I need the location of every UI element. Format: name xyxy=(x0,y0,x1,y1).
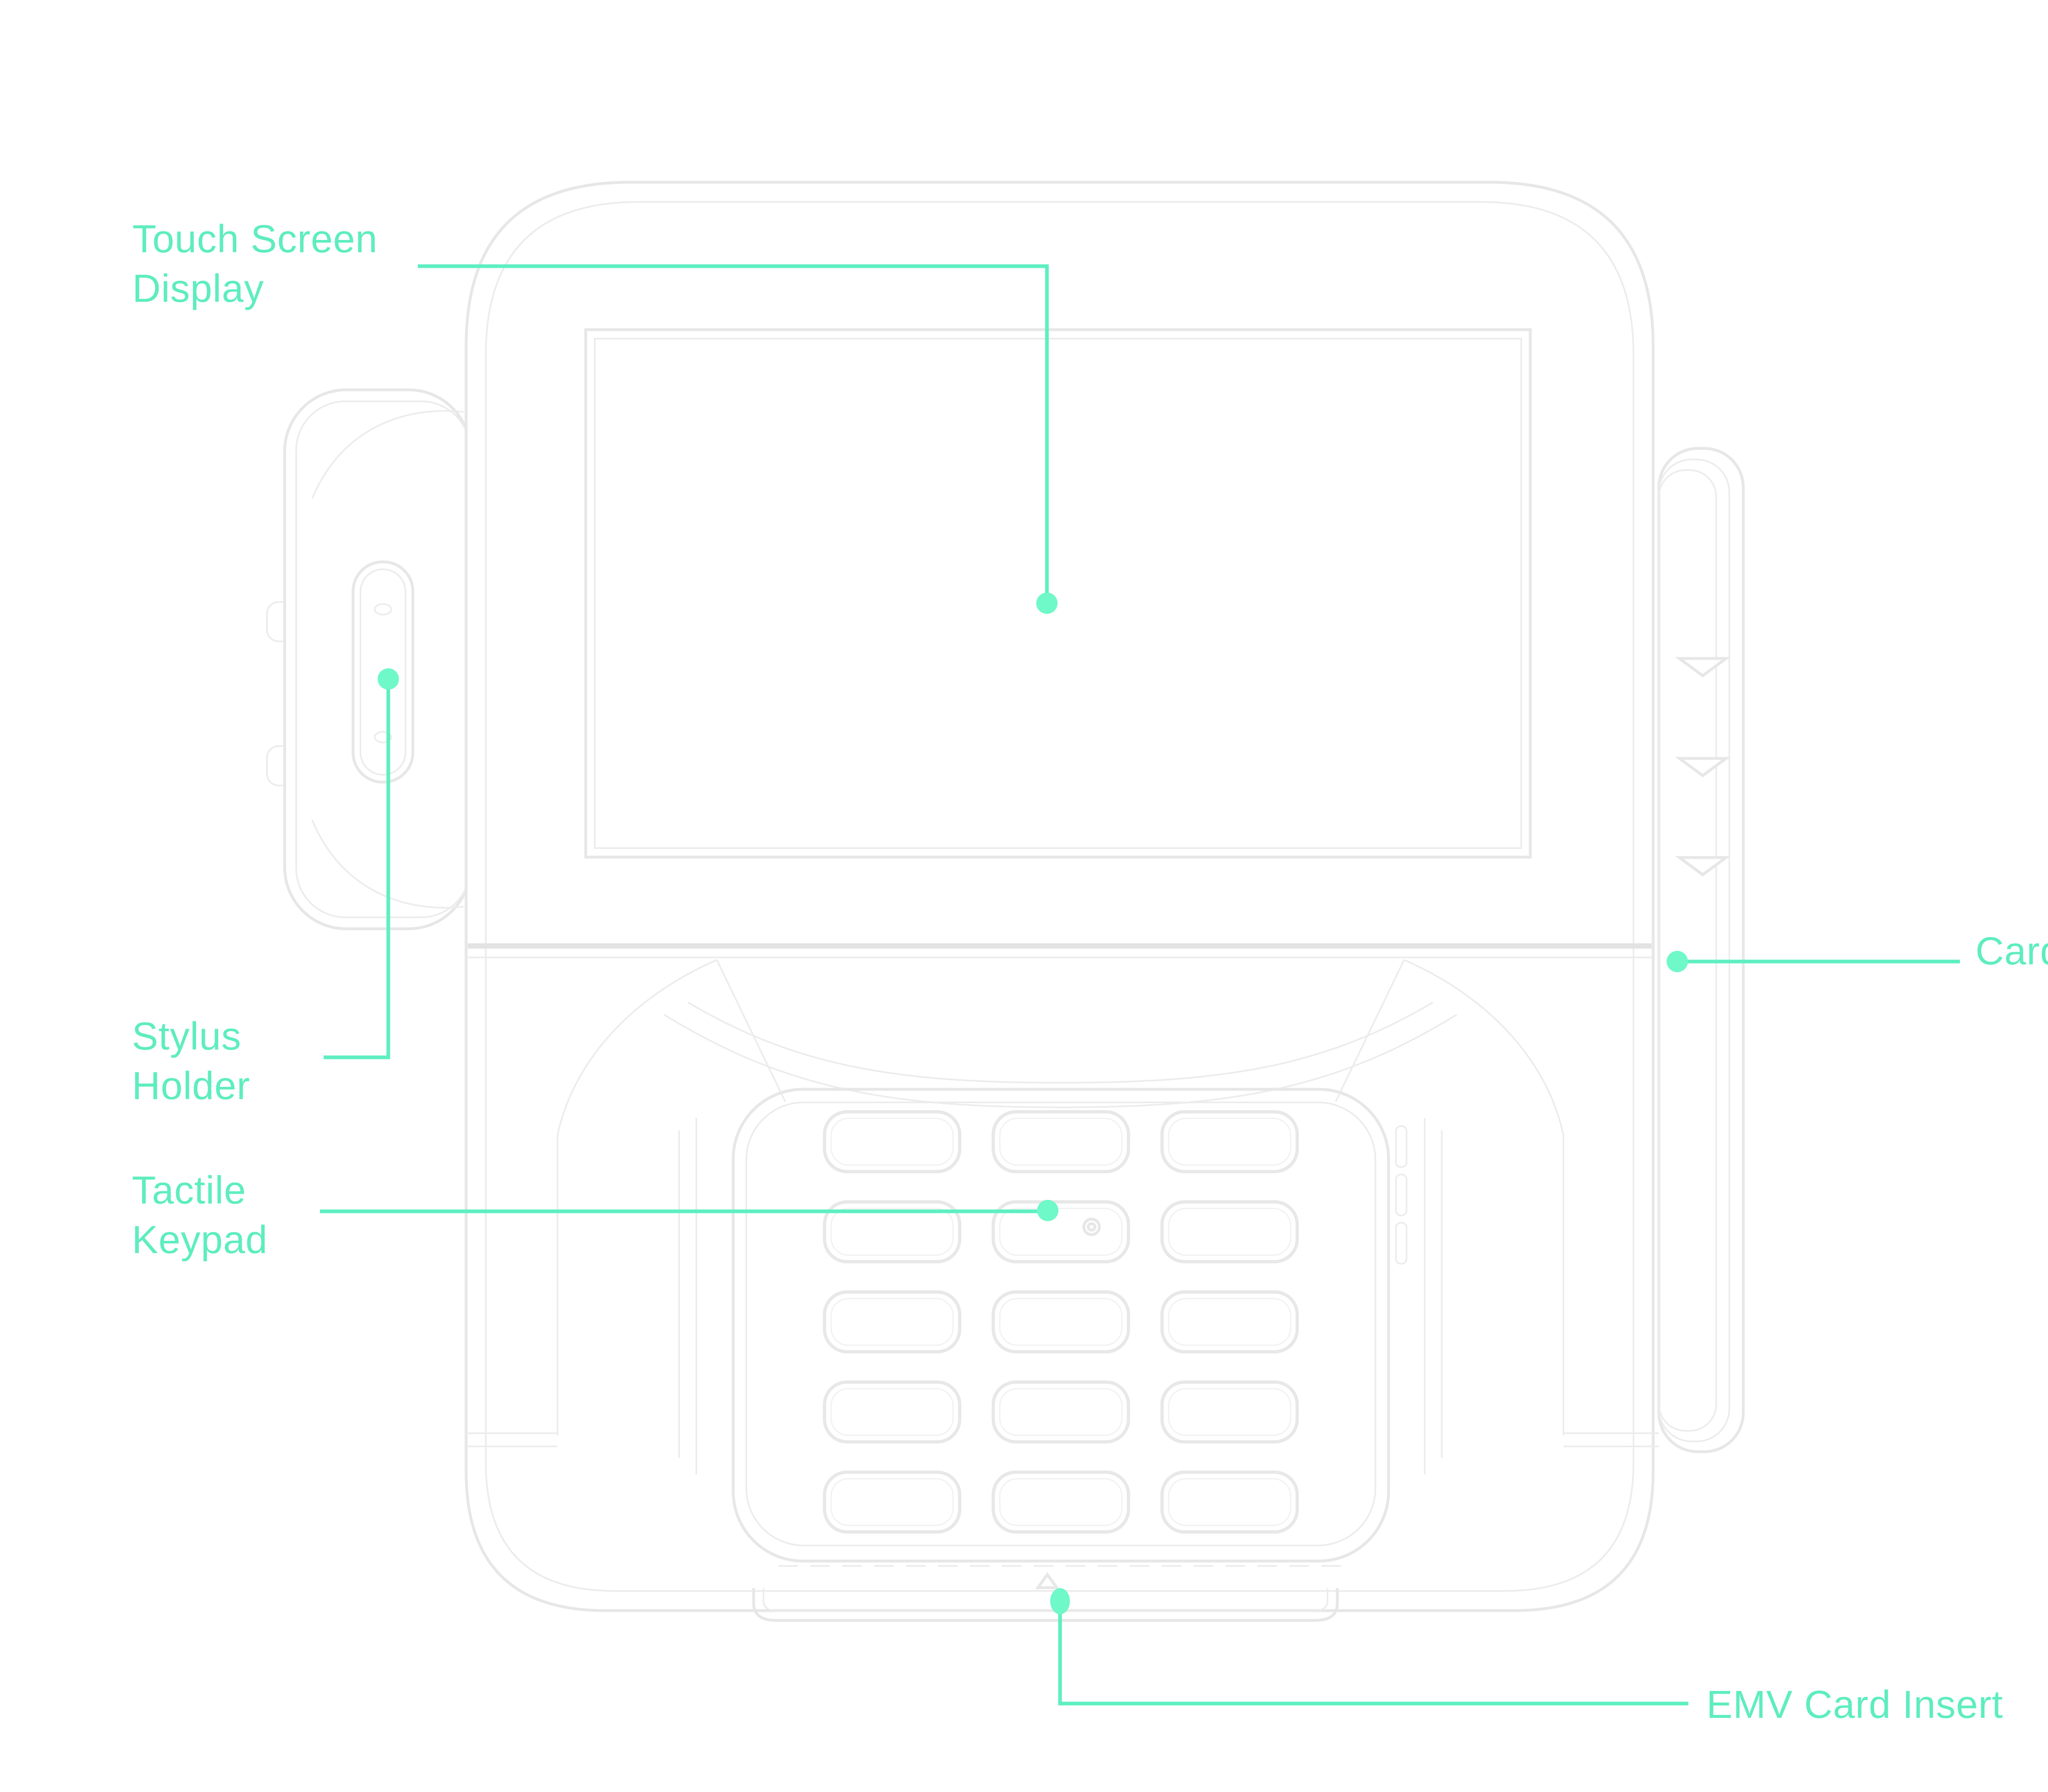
label-line: EMV Card Insert xyxy=(1706,1683,2003,1726)
terminal-body xyxy=(464,181,1655,1612)
emv-callout-dot xyxy=(1050,1588,1070,1614)
stylus-holder-callout-dot xyxy=(378,668,399,690)
touch-screen xyxy=(584,328,1532,859)
front-view xyxy=(266,181,1745,1622)
side-slot xyxy=(1395,1125,1407,1168)
label-touch-screen-display: Touch Screen Display xyxy=(132,214,378,313)
card-swipe-callout-dot-front xyxy=(1667,951,1688,972)
keypad-key xyxy=(823,1471,961,1534)
side-slot xyxy=(1395,1174,1407,1216)
emv-leader-line xyxy=(1058,1612,1688,1706)
callouts xyxy=(320,264,1960,1706)
keypad-key xyxy=(823,1380,961,1444)
label-card-swipe: Card Swipe xyxy=(1976,926,2048,976)
keypad-key xyxy=(992,1471,1130,1534)
keypad-key xyxy=(992,1380,1130,1444)
swipe-arrow-down-icon xyxy=(1675,757,1731,778)
side-slot xyxy=(1395,1222,1407,1265)
label-line: Keypad xyxy=(132,1218,268,1262)
keypad-key xyxy=(992,1200,1130,1263)
tactile-keypad-keys xyxy=(823,1110,1299,1534)
keypad-key xyxy=(992,1110,1130,1173)
swipe-arrow-down-icon xyxy=(1675,856,1731,877)
swipe-arrow-icons xyxy=(1675,657,1731,877)
emv-card-mouth xyxy=(752,1565,1343,1622)
label-emv-card-insert: EMV Card Insert xyxy=(1706,1680,2003,1729)
stylus-holder-leader-line xyxy=(324,681,390,1059)
card-swipe-strip xyxy=(1657,447,1745,1453)
label-line: Display xyxy=(132,267,264,310)
keypad-surround xyxy=(466,959,1659,1474)
keypad-key xyxy=(823,1110,961,1173)
keypad-key xyxy=(1160,1380,1299,1444)
keypad-bezel xyxy=(732,1088,1390,1563)
keypad-key xyxy=(1160,1200,1299,1263)
keypad-key xyxy=(823,1290,961,1353)
label-line: Touch Screen xyxy=(132,217,378,261)
keypad-key xyxy=(992,1290,1130,1353)
keypad-key xyxy=(1160,1290,1299,1353)
keypad-key xyxy=(823,1200,961,1263)
label-line: Tactile xyxy=(132,1168,247,1212)
keypad-key xyxy=(1160,1110,1299,1173)
stylus-holder-assembly xyxy=(266,388,472,930)
label-line: Card Swipe xyxy=(1976,929,2048,973)
emv-arrow-up-icon xyxy=(1035,1572,1060,1589)
stylus xyxy=(351,560,415,784)
tactile-keypad-callout-dot xyxy=(1037,1200,1058,1221)
label-stylus-holder: Stylus Holder xyxy=(132,1011,250,1111)
touch-screen-callout-dot xyxy=(1036,593,1058,614)
terminal-body-inner-line xyxy=(485,201,1634,1592)
touch-screen-leader-line xyxy=(418,264,1049,594)
label-line: Holder xyxy=(132,1064,250,1108)
key-home-bump-icon xyxy=(1082,1217,1101,1236)
swipe-arrow-down-icon xyxy=(1675,657,1731,678)
keypad-key xyxy=(1160,1471,1299,1534)
label-tactile-keypad: Tactile Keypad xyxy=(132,1165,268,1265)
label-line: Stylus xyxy=(132,1014,242,1058)
